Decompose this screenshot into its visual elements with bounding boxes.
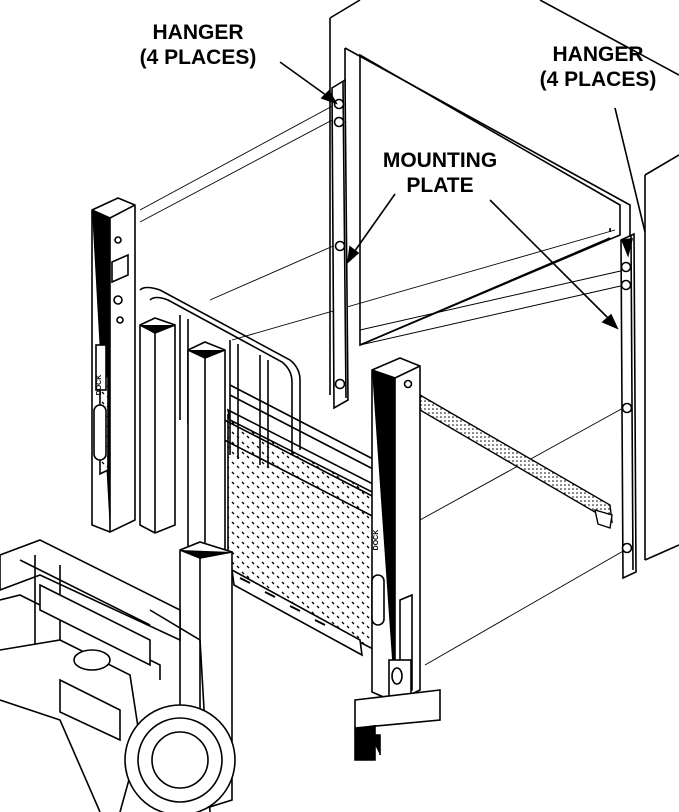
arrowhead-hanger-left [320, 89, 338, 105]
callout-mounting-plate-line2: PLATE [406, 174, 474, 197]
column-handle-left [93, 404, 107, 461]
mounting-plate-left [331, 78, 349, 410]
hanger-bolt-right-4 [621, 542, 633, 554]
callout-hanger-left-line2: (4 PLACES) [139, 46, 257, 69]
hanger-bolt-left-3 [334, 240, 346, 252]
arrowhead-hanger-right [620, 238, 634, 258]
callout-hanger-right-line2: (4 PLACES) [539, 68, 657, 91]
steering-wheel-icon [73, 649, 111, 671]
forklift [0, 539, 236, 812]
lift-column-right [354, 357, 441, 761]
platform-slots [239, 577, 326, 626]
hanger-bolt-left-2 [333, 116, 345, 128]
hanger-bolt-right-1 [620, 261, 632, 273]
callout-mounting-plate: MOUNTING PLATE [360, 148, 520, 198]
lift-column-left-rear [91, 197, 136, 533]
column-label-right: DOCK [373, 530, 380, 551]
callout-hanger-right: HANGER (4 PLACES) [518, 42, 678, 92]
dock-wall [329, 0, 679, 561]
leveler-rail [419, 393, 613, 529]
mounting-plate-right [620, 232, 637, 580]
hanger-bolt-right-3 [621, 402, 633, 414]
hanger-bolt-left-4 [334, 378, 346, 390]
hanger-bolt-right-2 [620, 279, 632, 291]
callout-mounting-plate-line1: MOUNTING [382, 149, 498, 172]
hanger-bolt-left-1 [333, 98, 345, 110]
callout-hanger-left: HANGER (4 PLACES) [118, 20, 278, 70]
leader-lines [279, 61, 646, 330]
callout-hanger-right-line1: HANGER [552, 43, 644, 66]
column-handle-right [371, 574, 385, 626]
column-label-left: DOCK [96, 375, 103, 396]
arrowhead-mounting-plate-right [601, 313, 619, 330]
arrowhead-mounting-plate-left [346, 245, 360, 265]
callout-hanger-left-line1: HANGER [152, 21, 244, 44]
